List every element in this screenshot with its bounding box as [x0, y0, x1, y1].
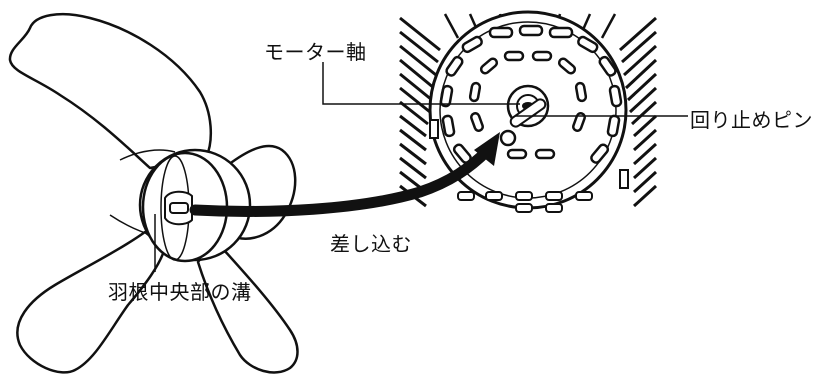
insert-label: 差し込む — [330, 232, 412, 256]
insert-arrow — [189, 132, 500, 217]
motor-shaft-label: モーター軸 — [264, 40, 367, 64]
leader-lines — [154, 62, 688, 272]
stop-pin-label: 回り止めピン — [690, 108, 813, 132]
fan-blade — [8, 12, 299, 374]
blade-groove-label: 羽根中央部の溝 — [108, 280, 252, 304]
